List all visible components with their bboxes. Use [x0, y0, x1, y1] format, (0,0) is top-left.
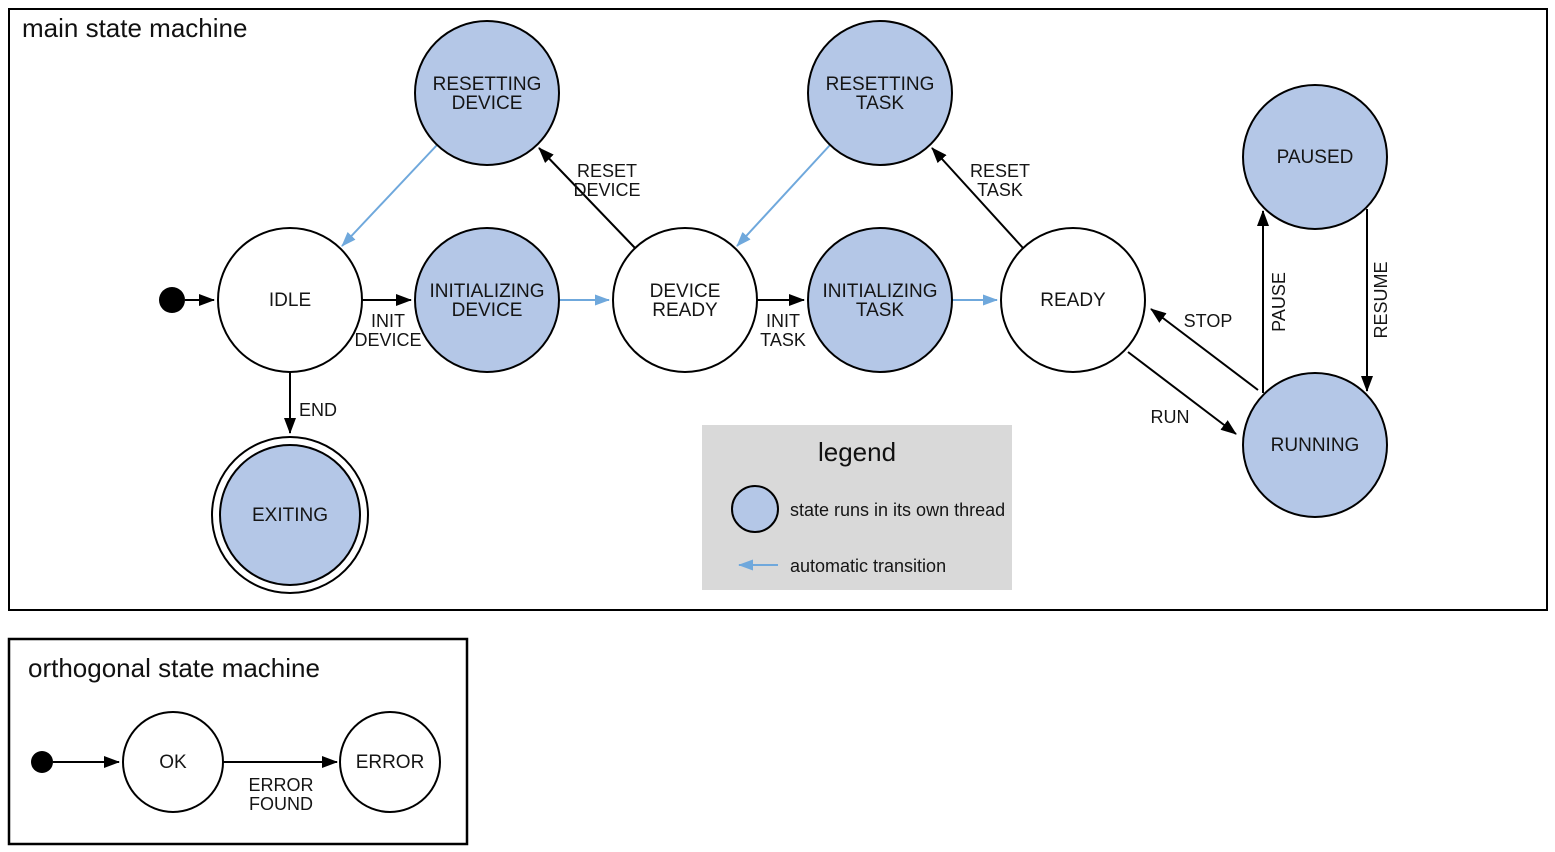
transition-label: INIT — [371, 311, 405, 331]
state-paused: PAUSED — [1242, 84, 1388, 230]
transition-device-ready-to-resetting-device — [538, 147, 636, 249]
state-initializing-task: INITIALIZING TASK — [807, 227, 953, 373]
state-label: DEVICE — [650, 281, 721, 302]
state-label: RUNNING — [1271, 435, 1360, 456]
state-label: INITIALIZING — [429, 281, 544, 302]
legend-threaded-state-icon — [731, 485, 779, 533]
state-label: ERROR — [356, 752, 425, 773]
transition-label: TASK — [760, 330, 806, 350]
transition-label: RUN — [1151, 407, 1190, 427]
auto-transition-resetting-device-to-idle — [341, 144, 438, 247]
orthogonal-panel-title: orthogonal state machine — [28, 653, 320, 683]
transition-label: RESET — [577, 161, 637, 181]
legend-title: legend — [818, 437, 896, 467]
transition-running-to-ready-stop — [1150, 308, 1259, 391]
state-label: PAUSED — [1277, 147, 1354, 168]
auto-transition-resetting-task-to-device-ready — [736, 144, 831, 247]
state-exiting-final: EXITING — [211, 436, 369, 594]
main-panel-title: main state machine — [22, 13, 247, 43]
state-label: TASK — [856, 93, 905, 114]
state-ok: OK — [122, 711, 224, 813]
state-label: EXITING — [252, 505, 328, 526]
transition-label: INIT — [766, 311, 800, 331]
transition-label: RESET — [970, 161, 1030, 181]
state-label: READY — [652, 300, 718, 321]
transition-label: DEVICE — [354, 330, 421, 350]
transition-label: PAUSE — [1269, 272, 1289, 332]
state-error: ERROR — [339, 711, 441, 813]
initial-state-dot — [159, 287, 185, 313]
state-label: TASK — [856, 300, 905, 321]
legend-item-label: state runs in its own thread — [790, 500, 1005, 520]
main-transitions: INIT DEVICE RESET DEVICE INIT TASK RESET… — [185, 144, 1391, 435]
legend-item-label: automatic transition — [790, 556, 946, 576]
state-label: DEVICE — [452, 93, 523, 114]
state-label: INITIALIZING — [822, 281, 937, 302]
state-label: OK — [159, 752, 187, 773]
transition-label: STOP — [1184, 311, 1233, 331]
transition-ready-to-resetting-task — [931, 147, 1024, 249]
main-states: IDLE RESETTING DEVICE INITIALIZING DEVIC… — [159, 20, 1388, 594]
transition-label: ERROR — [248, 775, 313, 795]
transition-label: FOUND — [249, 794, 313, 814]
state-label: RESETTING — [826, 74, 935, 95]
legend: legend state runs in its own thread auto… — [702, 425, 1012, 590]
orthogonal-state-machine-panel: orthogonal state machine OK ERROR FOUND … — [7, 637, 469, 846]
state-ready: READY — [1000, 227, 1146, 373]
main-state-machine-panel: main state machine INIT DEVICE RESET DEV… — [8, 8, 1548, 611]
transition-label: DEVICE — [573, 180, 640, 200]
transition-label: TASK — [977, 180, 1023, 200]
state-initializing-device: INITIALIZING DEVICE — [414, 227, 560, 373]
state-label: IDLE — [269, 290, 311, 311]
state-label: READY — [1040, 290, 1106, 311]
state-idle: IDLE — [217, 227, 363, 373]
state-resetting-device: RESETTING DEVICE — [414, 20, 560, 166]
state-running: RUNNING — [1242, 372, 1388, 518]
state-label: RESETTING — [433, 74, 542, 95]
state-resetting-task: RESETTING TASK — [807, 20, 953, 166]
transition-label: END — [299, 400, 337, 420]
initial-state-dot — [31, 751, 53, 773]
transition-ready-to-running-run — [1127, 351, 1237, 435]
state-label: DEVICE — [452, 300, 523, 321]
state-device-ready: DEVICE READY — [612, 227, 758, 373]
transition-label: RESUME — [1371, 261, 1391, 338]
